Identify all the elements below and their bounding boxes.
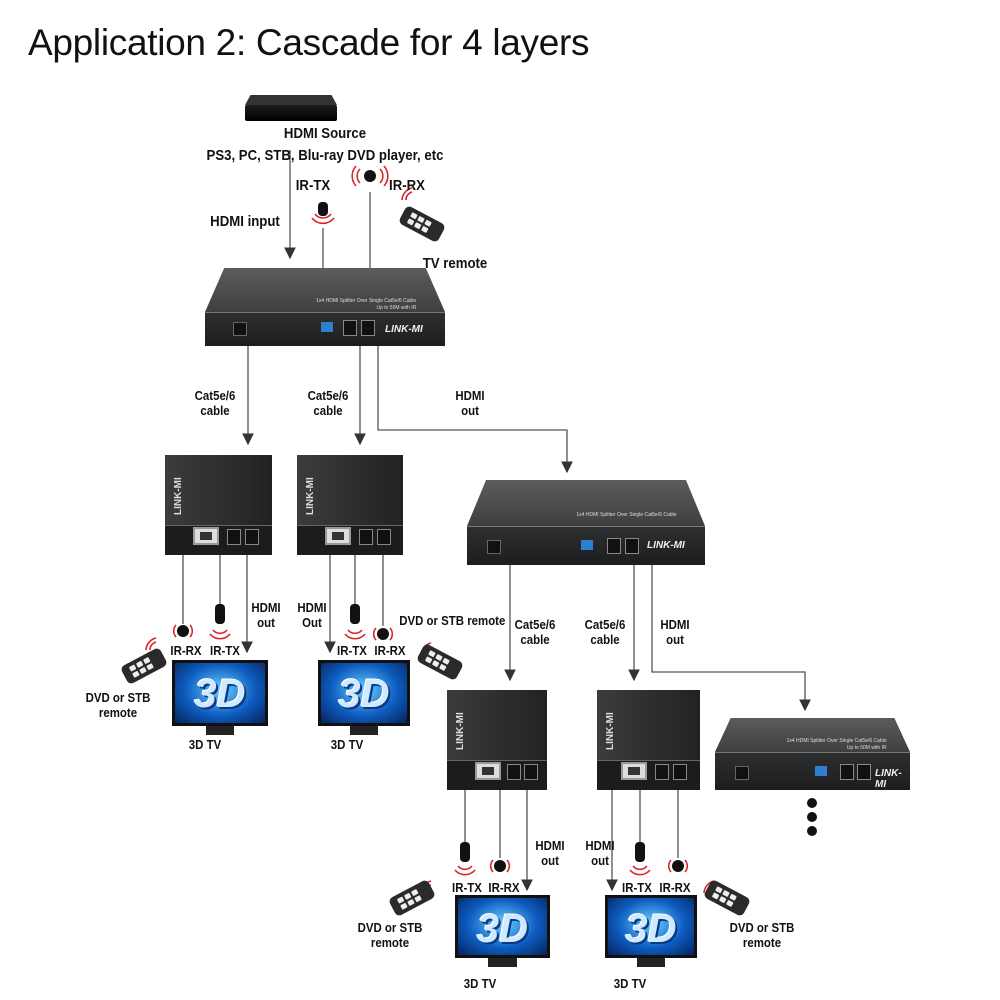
brand-logo: LINK-MI [605,712,616,750]
brand-logo: LINK-MI [305,477,316,515]
hdmi-source-dvd-player [245,95,337,123]
hdmi-splitter-1: 1x4 HDMI Splitter Over Single Cat5e/6 Ca… [205,268,445,346]
ir-rx-label: IR-RX [389,177,425,194]
brand-logo: LINK-MI [455,712,466,750]
brand-logo: LINK-MI [875,768,902,790]
tv-remote-label: TV remote [422,255,488,272]
3d-tv-1: 3D [172,660,268,735]
3d-tv-2: 3D [318,660,410,735]
hdmi-out-label: HDMI out [585,838,615,868]
ir-sensors [177,170,684,872]
ir-rx-label: IR-RX [170,643,202,658]
hdmi-out-label: HDMI out [251,600,281,630]
receiver-2: LINK-MI [297,455,403,555]
hdmi-input-label: HDMI input [210,213,280,230]
receiver-1: LINK-MI [165,455,272,555]
hdmi-out-label: HDMI out [535,838,565,868]
ir-tx-label: IR-TX [210,643,240,658]
ir-tx-label: IR-TX [295,177,331,194]
remote-label: DVD or STB remote [729,920,795,950]
ir-tx-label: IR-TX [622,880,652,895]
page-title: Application 2: Cascade for 4 layers [28,22,590,63]
ir-tx-label: IR-TX [452,880,482,895]
hdmi-out-label: HDMI out [660,617,690,647]
hdmi-out-label: HDMI Out [297,600,327,630]
continuation-dot [807,812,817,822]
cable-label: Cat5e/6 cable [584,617,626,647]
hdmi-splitter-3: 1x4 HDMI Splitter Over Single Cat5e/6 Ca… [715,718,910,790]
brand-logo: LINK-MI [173,477,184,515]
ir-rx-label: IR-RX [659,880,691,895]
hdmi-source-devices: PS3, PC, STB, Blu-ray DVD player, etc [206,147,444,164]
tv-label: 3D TV [330,737,364,752]
tv-label: 3D TV [463,976,497,991]
3d-tv-4: 3D [605,895,697,967]
ir-rx-label: IR-RX [488,880,520,895]
tv-label: 3D TV [188,737,222,752]
remote-label: DVD or STB remote [399,613,506,628]
tv-label: 3D TV [613,976,647,991]
splitter-print: 1x4 HDMI Splitter Over Single Cat5e/6 Ca… [316,298,417,311]
continuation-dot [807,798,817,808]
hdmi-splitter-2: 1x4 HDMI Splitter Over Single Cat5e/6 Ca… [467,480,705,565]
cable-label: Cat5e/6 cable [307,388,349,418]
remote-label: DVD or STB remote [357,920,423,950]
receiver-4: LINK-MI [597,690,700,790]
receiver-3: LINK-MI [447,690,547,790]
ir-rx-label: IR-RX [374,643,406,658]
hdmi-source-label: HDMI Source [283,125,367,142]
remote-label: DVD or STB remote [85,690,151,720]
3d-tv-3: 3D [455,895,550,967]
hdmi-out-label: HDMI out [455,388,485,418]
brand-logo: LINK-MI [647,540,685,551]
cable-label: Cat5e/6 cable [514,617,556,647]
ir-tx-label: IR-TX [337,643,367,658]
continuation-dot [807,826,817,836]
cable-label: Cat5e/6 cable [194,388,236,418]
brand-logo: LINK-MI [385,324,423,335]
